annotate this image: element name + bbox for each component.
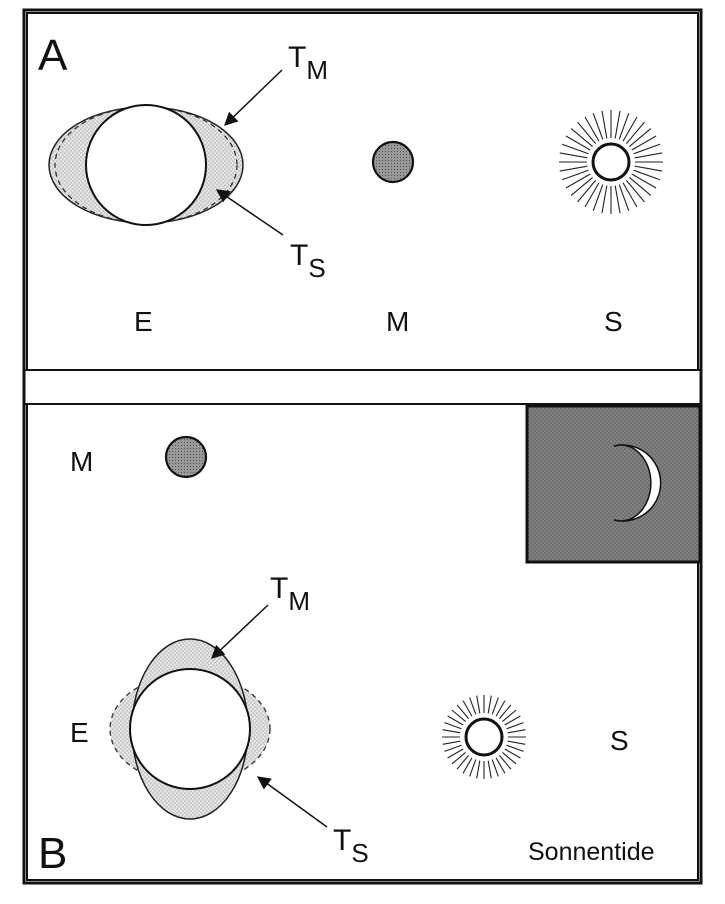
label-tm-a: TM [288,41,328,85]
sun-ray [585,183,599,207]
sun-ray [635,153,663,158]
arrow-ts-b [258,777,327,827]
sun-ray [507,723,524,729]
label-moon-b: M [70,446,93,477]
sun-ray [585,117,599,141]
sun-ray [443,741,461,744]
label-tm-b: TM [270,572,310,616]
sun-ray [560,153,588,158]
sun-ray [560,166,588,171]
panel-a: A TM TS E M S [27,13,698,370]
panel-b: M E S TM TS B Sonnentide [27,404,700,880]
sun-ray [629,129,650,147]
sun-ray [508,741,526,744]
sun-ray [623,183,637,207]
sun-ray [615,186,620,214]
sun-ray [445,723,462,729]
sun-ray [593,185,603,211]
sun-ray [593,113,603,139]
earth-tide-a [49,105,243,225]
sun-disc-b [466,719,502,755]
sun-ray [615,111,620,139]
moon-b [166,437,206,477]
label-sun-b: S [610,725,629,756]
earth-tide-b [110,639,270,819]
sun-ray [470,760,476,777]
sun-ray [571,177,592,195]
sun-ray [629,177,650,195]
sun-ray [477,761,480,779]
earth-circle-b [130,669,250,789]
caption-sonnentide: Sonnentide [528,838,655,866]
sun-ray [632,136,656,150]
sun-ray [507,745,524,751]
earth-circle-a [86,105,206,225]
label-ts-b: TS [333,824,369,868]
sun-ray [619,113,629,139]
sun-ray [443,730,461,733]
sun-ray [566,136,590,150]
sun-ray [634,170,660,180]
sun-ray [626,180,644,201]
sun-ray [578,122,596,143]
sun-ray [488,761,491,779]
sun-ray [562,144,588,154]
sun-ray [562,170,588,180]
panel-b-letter: B [38,829,67,878]
sun-ray [634,144,660,154]
label-earth-a: E [134,306,153,337]
arrow-tm-a [225,70,282,125]
sun-ray [602,111,607,139]
night-sky-box [527,406,700,562]
sun-ray [445,745,462,751]
sun-ray [492,760,498,777]
arrow-tm-b [212,605,268,658]
label-sun-a: S [604,306,623,337]
arrow-ts-a [217,190,283,235]
sun-ray [492,698,498,715]
label-earth-b: E [70,717,89,748]
sun-ray [602,186,607,214]
label-moon-a: M [386,306,409,337]
sun-ray [508,730,526,733]
label-ts-a: TS [290,239,326,283]
sun-ray [571,129,592,147]
sun-ray [623,117,637,141]
sun-ray [477,696,480,714]
sun-ray [578,180,596,201]
sun-ray [632,174,656,188]
sun-ray [488,696,491,714]
sun-ray [626,122,644,143]
sun-ray [619,185,629,211]
moon-a [373,142,413,182]
sun-ray [470,698,476,715]
panel-a-letter: A [38,31,68,80]
sun-ray [566,174,590,188]
sun-ray [635,166,663,171]
sun-disc-a [593,144,629,180]
